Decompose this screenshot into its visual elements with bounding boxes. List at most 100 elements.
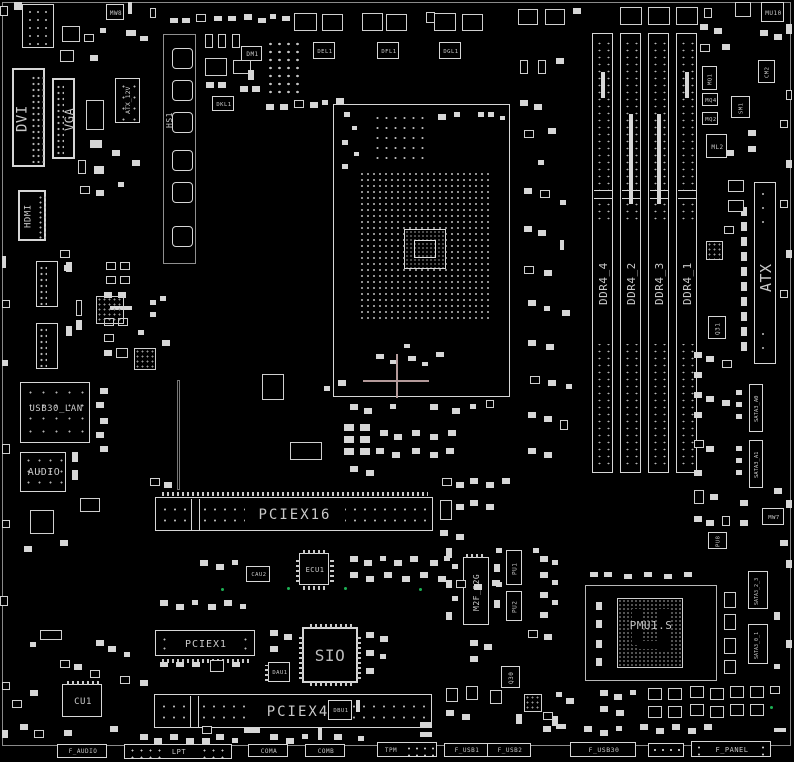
dvi-connector[interactable]: DVI bbox=[12, 68, 45, 167]
cm2-chip[interactable]: CM2 bbox=[758, 60, 775, 83]
comb-header[interactable]: COMB bbox=[305, 744, 345, 757]
f-panel-header[interactable]: F_PANEL bbox=[691, 741, 771, 757]
component bbox=[538, 230, 546, 236]
component bbox=[452, 408, 460, 414]
dfl1-chip[interactable]: DFL1 bbox=[377, 42, 399, 59]
component bbox=[452, 596, 458, 601]
f-usb30-header[interactable]: F_USB30 bbox=[570, 742, 636, 757]
top-left-header[interactable] bbox=[22, 4, 54, 48]
unlabeled-header[interactable] bbox=[648, 743, 684, 757]
usb3-stack-a[interactable] bbox=[36, 261, 58, 307]
dau1-chip[interactable]: DAU1 bbox=[265, 662, 290, 682]
sata3-a1-connector[interactable]: SATA3_A1 bbox=[749, 440, 763, 488]
del1-chip[interactable]: DEL1 bbox=[313, 42, 335, 59]
q30-chip[interactable]: Q30 bbox=[501, 666, 520, 688]
chipset-bga[interactable]: PMU1.S bbox=[617, 598, 683, 668]
component bbox=[72, 452, 78, 462]
component bbox=[232, 560, 238, 565]
component bbox=[736, 390, 742, 395]
m2-slot[interactable]: M2F_32G bbox=[463, 554, 489, 625]
mq2-chip[interactable]: MQ2 bbox=[702, 112, 718, 125]
mw7-chip[interactable]: MW7 bbox=[762, 508, 784, 525]
cau2-chip[interactable]: CAU2 bbox=[246, 566, 270, 582]
component bbox=[34, 730, 44, 738]
component bbox=[344, 424, 354, 431]
pciex4-slot[interactable]: PCIEX4 DBU1 bbox=[154, 694, 432, 728]
component bbox=[446, 710, 454, 716]
dimm-slot-ddr4-4[interactable]: DDR4_4 bbox=[592, 33, 613, 473]
component bbox=[366, 668, 374, 674]
component bbox=[724, 638, 736, 654]
dkl1-chip[interactable]: DKL1 bbox=[212, 96, 234, 111]
component bbox=[668, 688, 682, 700]
component bbox=[644, 572, 652, 577]
pciex1-slot[interactable]: PCIEX1 bbox=[155, 630, 255, 663]
ecu1-chip[interactable]: ECU1 bbox=[296, 550, 334, 590]
ml2-chip[interactable]: ML2 bbox=[706, 134, 727, 158]
pu1-chip[interactable]: PU1 bbox=[506, 550, 522, 585]
component bbox=[104, 334, 114, 342]
component bbox=[120, 262, 130, 270]
component bbox=[344, 112, 350, 117]
pu8-chip[interactable]: PU8 bbox=[708, 532, 727, 549]
component bbox=[192, 662, 200, 667]
component bbox=[690, 686, 704, 698]
sm1-chip[interactable]: SM1 bbox=[731, 96, 750, 118]
dimm-slot-ddr4-1[interactable]: DDR4_1 bbox=[676, 33, 697, 473]
component bbox=[0, 596, 8, 606]
mw7-label: MW7 bbox=[768, 514, 780, 521]
dgl1-chip[interactable]: DGL1 bbox=[439, 42, 461, 59]
component bbox=[741, 207, 747, 216]
vga-connector[interactable]: VGA bbox=[52, 78, 77, 159]
vrm-choke bbox=[172, 80, 193, 101]
component bbox=[420, 732, 432, 737]
mq4-chip[interactable]: MQ4 bbox=[702, 93, 718, 106]
component bbox=[496, 582, 502, 587]
component bbox=[740, 500, 748, 506]
component bbox=[62, 26, 80, 42]
f-usb2-header[interactable]: F_USB2 bbox=[487, 743, 531, 757]
component bbox=[648, 7, 670, 25]
hdmi-connector[interactable]: HDMI bbox=[18, 190, 46, 241]
mu10-chip[interactable]: MU10 bbox=[761, 2, 784, 22]
f-usb1-header[interactable]: F_USB1 bbox=[444, 743, 488, 757]
dm1-chip[interactable]: DM1 bbox=[241, 46, 262, 61]
usb-lan-controller[interactable]: USB30_LAN bbox=[20, 382, 90, 443]
dbu1-chip[interactable]: DBU1 bbox=[328, 700, 352, 720]
sata3-a0-connector[interactable]: SATA3_A0 bbox=[749, 384, 763, 432]
component bbox=[728, 200, 744, 212]
sio-chip[interactable]: SIO bbox=[299, 624, 361, 686]
coma-header[interactable]: COMA bbox=[248, 744, 288, 757]
component bbox=[208, 604, 216, 610]
component bbox=[232, 738, 238, 743]
q31-chip[interactable]: Q31 bbox=[708, 316, 726, 339]
lpt-header[interactable]: LPT bbox=[124, 744, 232, 759]
sata3-23-connector[interactable]: SATA3_2_3 bbox=[748, 571, 768, 609]
pciex16-slot[interactable]: PCIEX16 bbox=[155, 492, 433, 531]
component bbox=[224, 600, 232, 606]
component bbox=[420, 572, 428, 578]
pciex1-label: PCIEX1 bbox=[170, 636, 242, 652]
audio-codec[interactable]: AUDIO bbox=[20, 452, 66, 492]
sata3-01-connector[interactable]: SATA3_0_1 bbox=[748, 624, 768, 664]
dimm-slot-ddr4-2[interactable]: DDR4_2 bbox=[620, 33, 641, 473]
atx-24pin-connector[interactable]: ATX bbox=[754, 182, 776, 364]
dimm-slot-ddr4-3[interactable]: DDR4_3 bbox=[648, 33, 669, 473]
mw8-chip[interactable]: MW8 bbox=[106, 4, 124, 20]
mq1-chip[interactable]: MQ1 bbox=[702, 66, 717, 90]
cu1-chip[interactable]: CU1 bbox=[62, 681, 102, 717]
usb3-stack-b[interactable] bbox=[36, 323, 58, 369]
component bbox=[548, 380, 556, 386]
component bbox=[366, 650, 374, 656]
pu2-chip[interactable]: PU2 bbox=[506, 591, 522, 621]
atx12v-connector[interactable]: ATX_12V bbox=[115, 78, 140, 123]
component bbox=[478, 112, 484, 117]
atx12v-pins bbox=[118, 81, 139, 122]
component bbox=[544, 270, 552, 276]
component bbox=[741, 222, 747, 231]
component bbox=[528, 340, 536, 346]
cpu-socket[interactable] bbox=[333, 104, 510, 397]
component bbox=[700, 44, 710, 52]
f-audio-header[interactable]: F_AUDIO bbox=[57, 744, 107, 758]
tpm-header[interactable]: TPM bbox=[377, 742, 437, 757]
